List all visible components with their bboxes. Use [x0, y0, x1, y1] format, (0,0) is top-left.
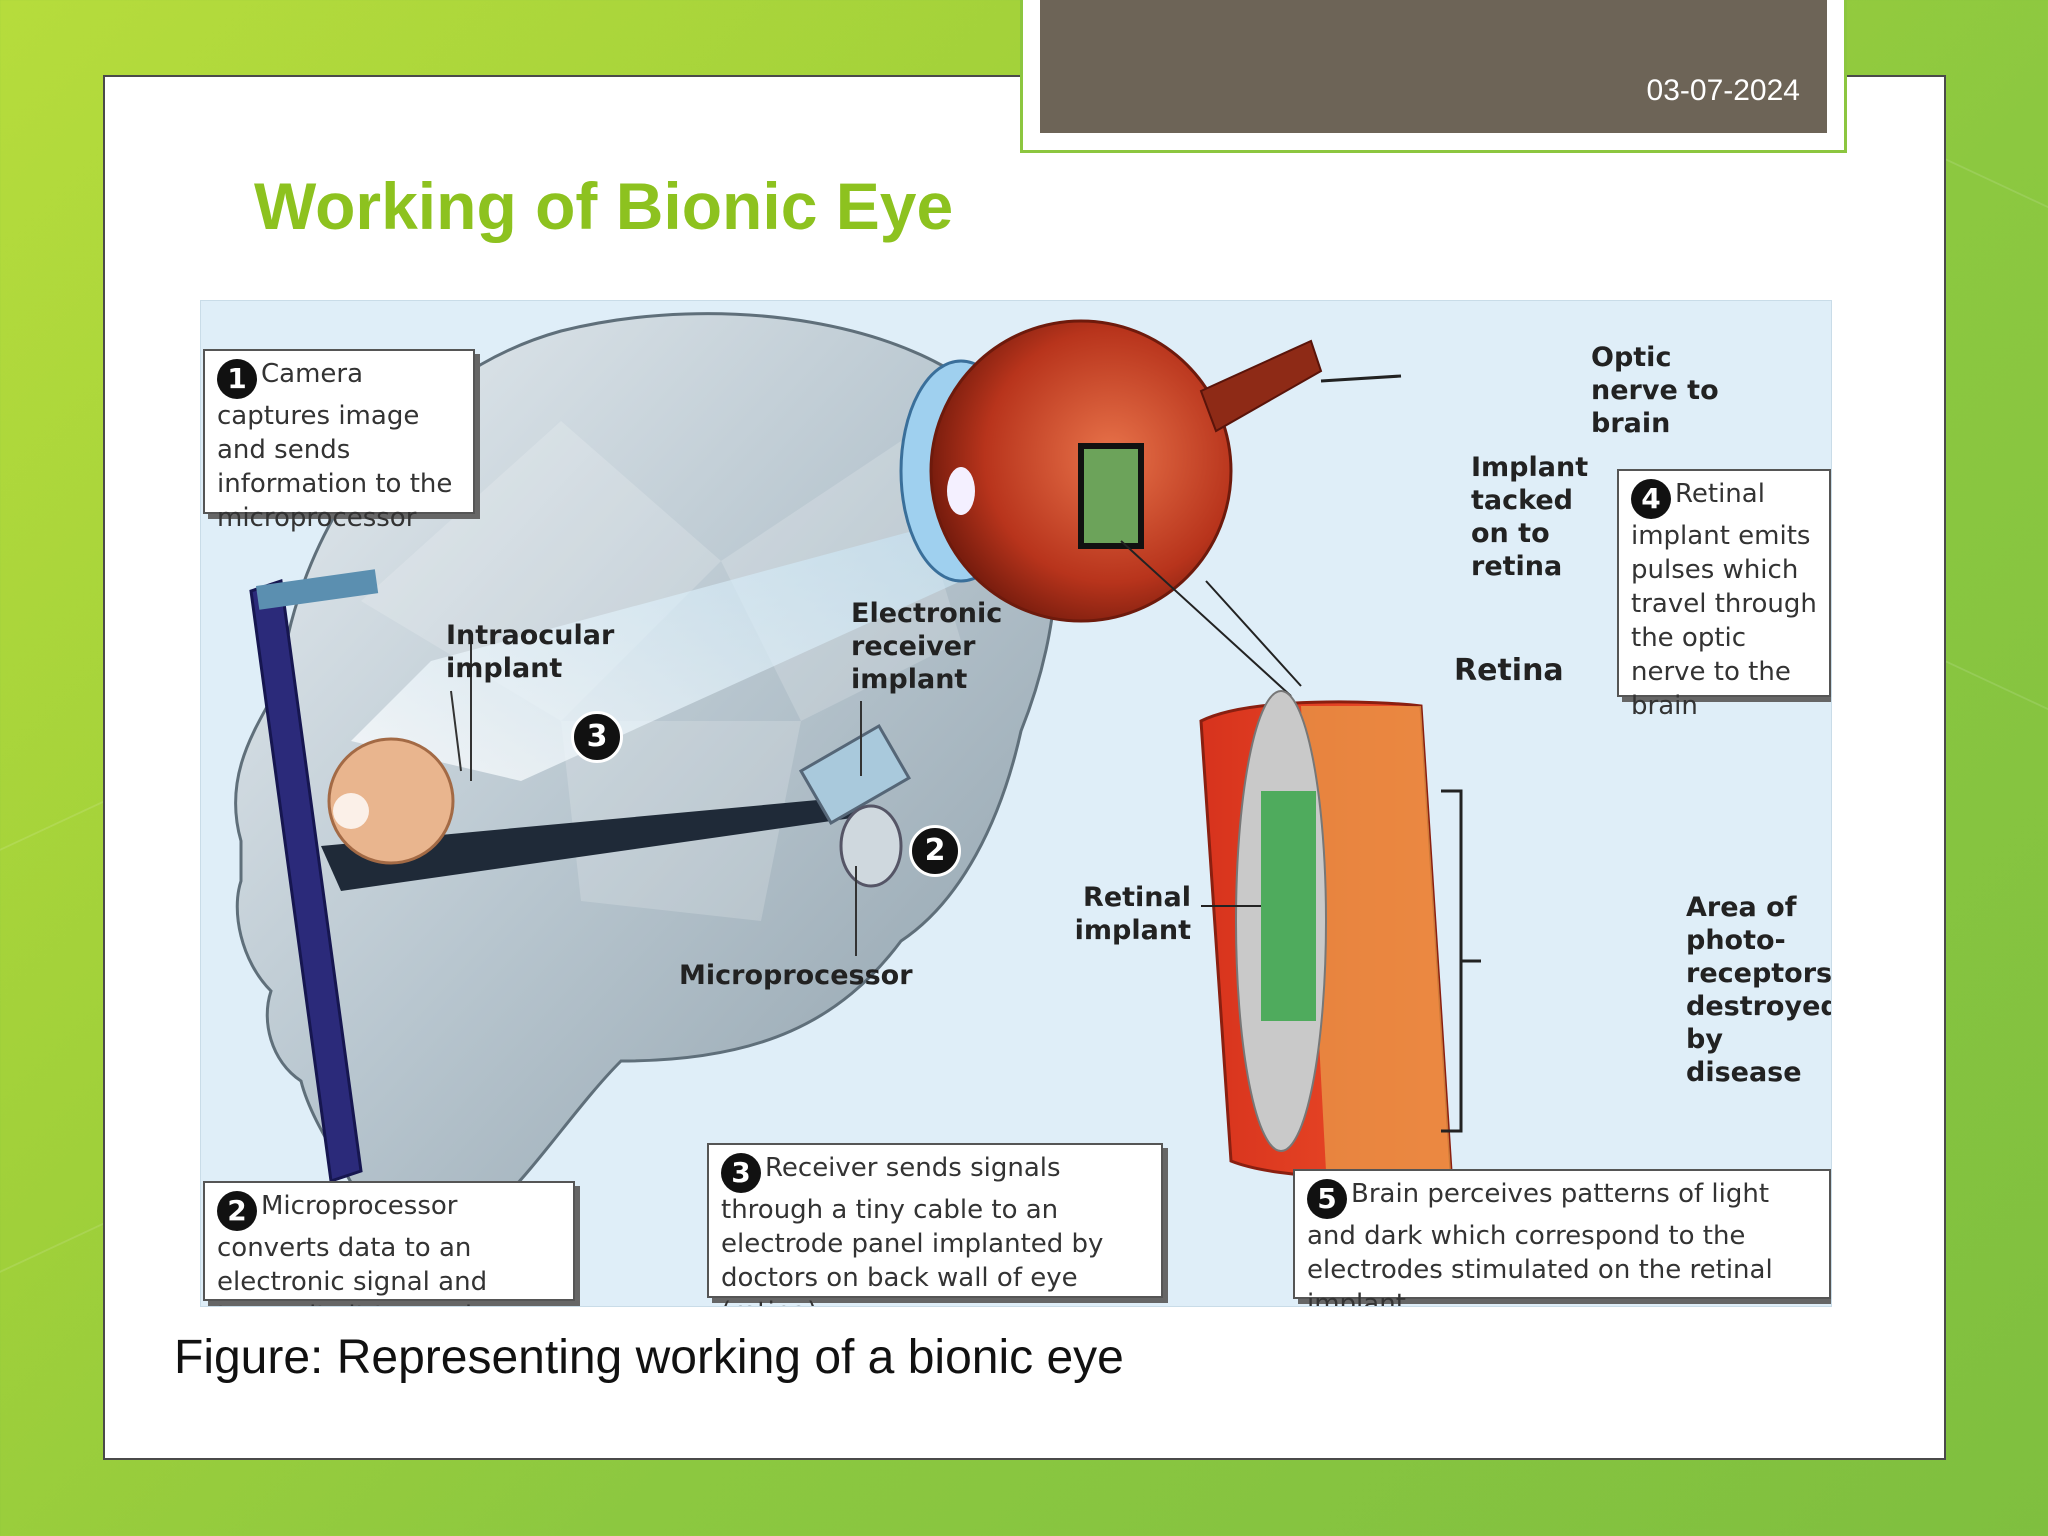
- optic-nerve: [1199, 339, 1323, 433]
- callout-text: Camera captures image and sends informat…: [217, 359, 453, 533]
- figure-caption: Figure: Representing working of a bionic…: [174, 1331, 1124, 1384]
- glasses-arm: [321, 796, 866, 891]
- step-badge: 4: [1631, 479, 1671, 519]
- callout-text: Microprocessor converts data to an elect…: [217, 1191, 514, 1306]
- label-retina: Retina: [1454, 653, 1564, 688]
- slide-date: 03-07-2024: [1646, 74, 1800, 107]
- step-badge: 3: [721, 1153, 761, 1193]
- step-badge: 5: [1307, 1179, 1347, 1219]
- camera-mount: [256, 569, 379, 610]
- label-microprocessor: Microprocessor: [679, 960, 913, 991]
- step-2-marker: 2: [909, 825, 961, 877]
- label-intraocular-implant: Intraocular implant: [446, 620, 615, 684]
- label-optic-nerve: Optic nerve to brain: [1591, 342, 1719, 439]
- label-implant-tacked: Implant tacked on to retina: [1471, 452, 1589, 582]
- callout-text: Retinal implant emits pulses which trave…: [1631, 479, 1817, 721]
- figure-artwork: [234, 312, 1481, 1203]
- retina-layers: [1301, 706, 1451, 1171]
- bionic-eye-figure: Intraocular implant Electronic receiver …: [200, 300, 1832, 1307]
- electrode-grid: [1261, 791, 1316, 1021]
- date-panel: [1040, 0, 1827, 133]
- receiver-box: [798, 723, 911, 826]
- step-3-marker: 3: [571, 711, 623, 763]
- slide-title: Working of Bionic Eye: [254, 169, 954, 243]
- head-facets: [361, 421, 961, 921]
- callout-text: Brain perceives patterns of light and da…: [1307, 1179, 1773, 1307]
- label-area-destroyed: Area of photo-receptors destroyed by dis…: [1686, 892, 1832, 1088]
- implant-inset: [1078, 443, 1144, 549]
- intraocular-eye: [327, 737, 455, 865]
- step-badge: 1: [217, 359, 257, 399]
- microprocessor-unit: [839, 804, 903, 888]
- destroyed-area-bracket: [1441, 789, 1481, 1133]
- step-badge: 2: [217, 1191, 257, 1231]
- light-beam: [351, 491, 1071, 781]
- label-retinal-implant: Retinal implant: [1074, 882, 1191, 946]
- label-electronic-receiver: Electronic receiver implant: [851, 598, 1003, 695]
- callout-text: Receiver sends signals through a tiny ca…: [721, 1153, 1104, 1306]
